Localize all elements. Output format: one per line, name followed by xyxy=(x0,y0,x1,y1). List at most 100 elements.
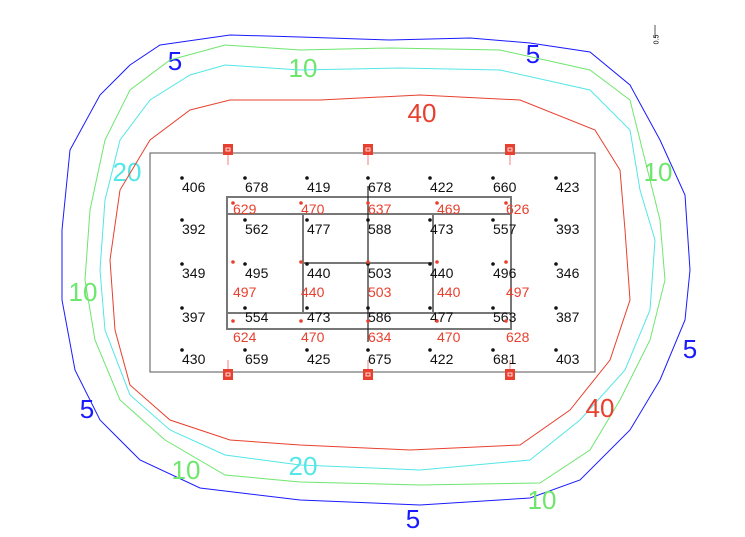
contour-label-40: 40 xyxy=(408,98,437,128)
grid-point xyxy=(243,262,247,266)
grid-value: 440 xyxy=(307,265,331,281)
grid-value: 473 xyxy=(430,221,454,237)
luminaire-icon-mark xyxy=(507,372,513,377)
grid-value: 495 xyxy=(245,265,269,281)
grid-point xyxy=(554,176,558,180)
contour-line-40 xyxy=(109,94,631,451)
red-grid-point xyxy=(366,201,370,205)
grid-value: 387 xyxy=(556,309,580,325)
contour-label-10: 10 xyxy=(172,455,201,485)
grid-point xyxy=(243,348,247,352)
contour-label-5: 5 xyxy=(80,394,94,424)
luminaire-icon xyxy=(363,369,373,380)
luminaire-icon xyxy=(505,144,515,155)
luminaire-icon-mark xyxy=(365,372,371,377)
luminaire-icon-mark xyxy=(365,147,371,152)
grid-point xyxy=(554,218,558,222)
grid-value: 586 xyxy=(368,309,392,325)
grid-point xyxy=(243,176,247,180)
red-grid-value: 470 xyxy=(301,201,325,217)
grid-value: 440 xyxy=(430,265,454,281)
grid-point xyxy=(305,176,309,180)
red-grid-value: 497 xyxy=(233,284,257,300)
grid-value: 406 xyxy=(182,179,206,195)
grid-value: 678 xyxy=(368,179,392,195)
grid-value: 473 xyxy=(307,309,331,325)
grid-value: 397 xyxy=(182,309,206,325)
contour-label-10: 10 xyxy=(644,157,673,187)
luminaire-icon xyxy=(223,144,233,155)
grid-value: 557 xyxy=(493,221,517,237)
contour-label-5: 5 xyxy=(168,46,182,76)
grid-value: 430 xyxy=(182,351,206,367)
red-grid-point xyxy=(231,319,235,323)
contour-label-10: 10 xyxy=(289,53,318,83)
red-grid-point xyxy=(435,319,439,323)
red-grid-value: 470 xyxy=(301,329,325,345)
grid-point xyxy=(243,218,247,222)
red-grid-value: 469 xyxy=(437,201,461,217)
luminaire-icon xyxy=(505,369,515,380)
red-grid-value: 497 xyxy=(506,284,530,300)
grid-point xyxy=(243,306,247,310)
red-grid-point xyxy=(504,260,508,264)
red-grid-point xyxy=(299,201,303,205)
luminaire-icon-mark xyxy=(507,147,513,152)
red-grid-point xyxy=(299,319,303,323)
grid-value: 425 xyxy=(307,351,331,367)
red-grid-value: 440 xyxy=(437,284,461,300)
red-grid-value: 634 xyxy=(368,329,392,345)
grid-point xyxy=(554,306,558,310)
grid-point xyxy=(305,262,309,266)
grid-point xyxy=(180,306,184,310)
grid-point xyxy=(428,262,432,266)
grid-point xyxy=(305,218,309,222)
red-grid-point xyxy=(366,260,370,264)
grid-value: 422 xyxy=(430,179,454,195)
luminaire-icon-mark xyxy=(225,147,231,152)
red-grid-value: 503 xyxy=(368,284,392,300)
grid-value: 346 xyxy=(556,265,580,281)
red-grid-point xyxy=(435,260,439,264)
grid-value: 403 xyxy=(556,351,580,367)
red-grid-value: 629 xyxy=(233,201,257,217)
grid-point xyxy=(180,218,184,222)
grid-value: 660 xyxy=(493,179,517,195)
grid-point xyxy=(305,306,309,310)
grid-point xyxy=(491,262,495,266)
luminaire-icon xyxy=(363,144,373,155)
contour-label-5: 5 xyxy=(406,504,420,534)
grid-point xyxy=(180,176,184,180)
grid-value: 419 xyxy=(307,179,331,195)
grid-value: 562 xyxy=(245,221,269,237)
grid-value: 496 xyxy=(493,265,517,281)
contour-label-10: 10 xyxy=(69,277,98,307)
grid-point xyxy=(366,218,370,222)
grid-point xyxy=(491,306,495,310)
grid-point xyxy=(491,176,495,180)
grid-value: 393 xyxy=(556,221,580,237)
grid-value: 588 xyxy=(368,221,392,237)
contour-label-40: 40 xyxy=(586,393,615,423)
contour-label-10: 10 xyxy=(528,485,557,515)
grid-point xyxy=(366,306,370,310)
red-grid-value: 626 xyxy=(506,201,530,217)
contour-label-5: 5 xyxy=(683,334,697,364)
grid-point xyxy=(428,348,432,352)
grid-value: 563 xyxy=(493,309,517,325)
grid-point xyxy=(491,218,495,222)
red-grid-value: 440 xyxy=(301,284,325,300)
grid-value: 423 xyxy=(556,179,580,195)
red-grid-point xyxy=(504,201,508,205)
contour-line-10 xyxy=(84,44,666,486)
red-grid-point xyxy=(504,319,508,323)
grid-point xyxy=(366,348,370,352)
grid-value: 659 xyxy=(245,351,269,367)
grid-value: 675 xyxy=(368,351,392,367)
grid-point xyxy=(180,348,184,352)
red-grid-point xyxy=(435,201,439,205)
grid-point xyxy=(428,306,432,310)
red-grid-point xyxy=(299,260,303,264)
grid-value: 349 xyxy=(182,265,206,281)
